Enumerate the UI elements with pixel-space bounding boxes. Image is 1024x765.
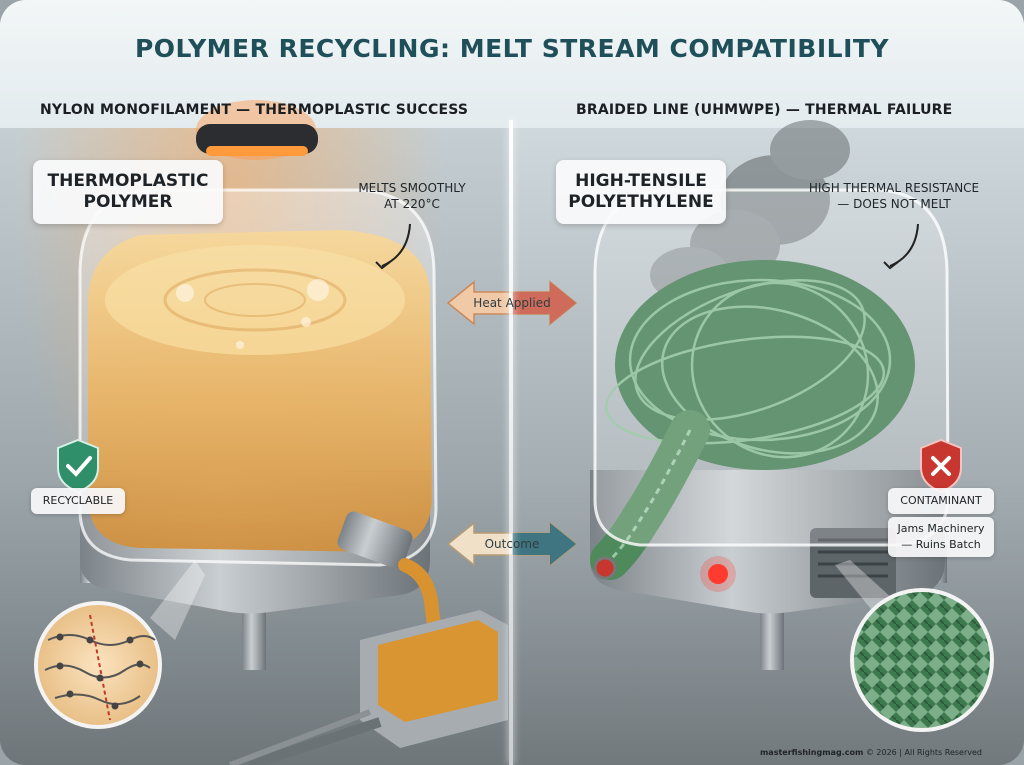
footer-site: masterfishingmag.com [759,748,864,757]
contaminant-badge: CONTAMINANT [888,488,994,514]
x-shield-icon [920,438,962,494]
braid-weave-lens [835,560,994,732]
heat-applied-label: Heat Applied [473,296,551,310]
failure-detail-line2: — Ruins Batch [901,538,981,551]
melt-note: MELTS SMOOTHLY AT 220°C [342,180,482,212]
check-shield-icon [57,438,99,494]
resistance-note-line2: — DOES NOT MELT [837,197,951,211]
thermoplastic-label-line1: THERMOPLASTIC [47,171,209,191]
mold-tray [228,610,508,765]
polyethylene-label-line2: POLYETHYLENE [568,192,714,212]
failure-detail-line1: Jams Machinery [897,522,985,535]
outcome-arrow [446,521,578,567]
polyethylene-label-line1: HIGH-TENSILE [575,171,707,191]
resistance-note: HIGH THERMAL RESISTANCE — DOES NOT MELT [796,180,992,212]
footer-rights: © 2026 | All Rights Reserved [865,748,982,757]
polyethylene-label: HIGH-TENSILE POLYETHYLENE [556,160,726,224]
page-title: POLYMER RECYCLING: MELT STREAM COMPATIBI… [134,34,890,63]
panel-divider [509,120,513,765]
outcome-label: Outcome [484,537,540,551]
molecular-chain-lens [34,560,205,729]
smoke-plume [650,120,850,303]
heater-lamp [196,100,318,160]
left-subtitle: NYLON MONOFILAMENT — THERMOPLASTIC SUCCE… [40,102,469,118]
braided-line-tangle [590,260,915,580]
melt-note-line2: AT 220°C [384,197,440,211]
resistance-note-line1: HIGH THERMAL RESISTANCE [808,181,980,195]
right-subtitle: BRAIDED LINE (UHMWPE) — THERMAL FAILURE [576,102,953,118]
thermoplastic-label-line2: POLYMER [83,192,173,212]
footer-credit: masterfishingmag.com © 2026 | All Rights… [760,748,982,757]
melt-tank-glass [78,188,438,567]
failure-detail-badge: Jams Machinery — Ruins Batch [888,517,994,557]
thermoplastic-label: THERMOPLASTIC POLYMER [33,160,223,224]
melt-note-line1: MELTS SMOOTHLY [358,181,466,195]
recyclable-badge: RECYCLABLE [31,488,125,514]
header-band [0,0,1024,128]
